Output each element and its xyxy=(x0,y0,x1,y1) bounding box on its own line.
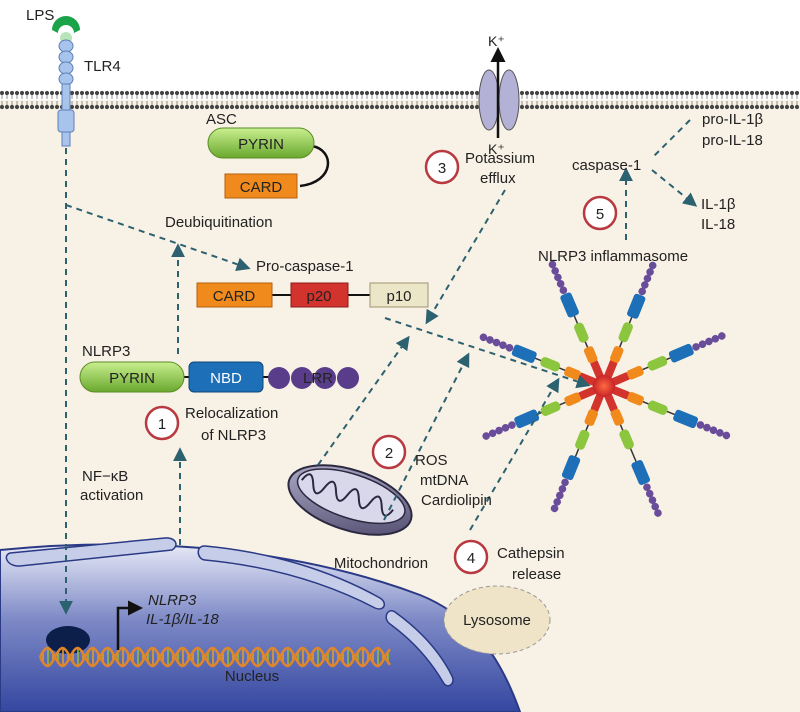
pathway-arrows xyxy=(59,119,698,615)
arrow-pro-il xyxy=(651,119,691,159)
step-marker-5: 5 xyxy=(582,195,618,231)
procaspase-card-label: CARD xyxy=(213,288,256,305)
tlr4-label: TLR4 xyxy=(84,58,121,75)
arrow-caspase-to-il xyxy=(651,169,698,207)
step-4-text-b: release xyxy=(512,566,561,583)
lysosome: Lysosome xyxy=(443,585,551,655)
asc-pyrin-domain xyxy=(207,127,315,159)
pro-caspase-1: Pro-caspase-1 CARD p20 p10 xyxy=(196,258,429,308)
step-2-text-c: Cardiolipin xyxy=(421,492,492,509)
step-marker-3: 3 Potassium efflux xyxy=(424,149,535,187)
step-4-text-a: Cathepsin xyxy=(497,545,565,562)
step-4-number: 4 xyxy=(467,550,475,567)
k-bottom-label: K⁺ xyxy=(488,141,505,157)
mitochondrion: Mitochondrion xyxy=(287,464,428,572)
step-1-text-a: Relocalization xyxy=(185,405,278,422)
step-5-number: 5 xyxy=(596,206,604,223)
nlrp3-inflammasome xyxy=(479,260,731,517)
nlrp3-pyrin-label: PYRIN xyxy=(109,370,155,387)
k-top-label: K⁺ xyxy=(488,33,505,49)
arrow-mito-2 xyxy=(383,352,470,521)
tlr4-receptor: LPS TLR4 xyxy=(26,7,121,147)
asc-label: ASC xyxy=(206,111,237,128)
nucleus-label: Nucleus xyxy=(225,668,279,685)
nlrp3-nbd-domain xyxy=(188,361,264,393)
step-3-number: 3 xyxy=(438,160,446,177)
step-3-text-b: efflux xyxy=(480,170,516,187)
gene-label-il: IL-1β/IL-18 xyxy=(146,611,219,628)
nlrp3-pyrin-domain xyxy=(79,361,185,393)
nucleus: NLRP3 IL-1β/IL-18 Nucleus xyxy=(0,537,522,712)
step-1-number: 1 xyxy=(158,416,166,433)
asc-protein: ASC PYRIN CARD xyxy=(206,111,330,199)
potassium-channel: K⁺ K⁺ xyxy=(478,33,520,157)
procaspase-card xyxy=(196,282,273,308)
mitochondrion-label: Mitochondrion xyxy=(334,555,428,572)
caspase1-label: caspase-1 xyxy=(572,157,641,174)
asc-card-domain xyxy=(224,173,298,199)
inflammasome-label: NLRP3 inflammasome xyxy=(538,248,688,265)
deubiquitination-label: Deubiquitination xyxy=(165,214,273,231)
il1b-label: IL-1β xyxy=(701,196,736,213)
il18-label: IL-18 xyxy=(701,216,735,233)
arrow-k-efflux xyxy=(425,189,506,325)
lysosome-label: Lysosome xyxy=(463,612,531,629)
step-marker-4: 4 Cathepsin release xyxy=(453,539,565,583)
p20-label: p20 xyxy=(306,288,331,305)
step-marker-1: 1 Relocalization of NLRP3 xyxy=(144,405,278,444)
transcription-start-arrow xyxy=(116,600,143,650)
dna-helix xyxy=(38,646,391,668)
asc-pyrin-label: PYRIN xyxy=(238,136,284,153)
nlrp3-protein: NLRP3 PYRIN NBD LRR xyxy=(79,343,359,393)
plasma-membrane xyxy=(0,90,800,110)
pro-il1b-label: pro-IL-1β xyxy=(702,111,764,128)
pro-il18-label: pro-IL-18 xyxy=(702,132,763,149)
arrow-procaspase-to-inflammasome xyxy=(384,317,591,389)
nfkb-activation-label: activation xyxy=(80,487,143,504)
arrow-cathepsin xyxy=(469,377,560,531)
step-2-text-a: ROS xyxy=(415,452,448,469)
arrow-mito-1 xyxy=(317,335,410,466)
p10-label: p10 xyxy=(386,288,411,305)
nbd-label: NBD xyxy=(210,370,242,387)
procaspase-label: Pro-caspase-1 xyxy=(256,258,354,275)
procaspase-p20 xyxy=(290,282,349,308)
step-1-text-b: of NLRP3 xyxy=(201,427,266,444)
step-marker-2: 2 ROS mtDNA Cardiolipin xyxy=(371,434,492,509)
step-2-number: 2 xyxy=(385,445,393,462)
nlrp3-label: NLRP3 xyxy=(82,343,130,360)
gene-label-nlrp3: NLRP3 xyxy=(148,592,197,609)
procaspase-p10 xyxy=(369,282,429,308)
lps-label: LPS xyxy=(26,7,54,24)
nfkb-label: NF−κB xyxy=(82,468,128,485)
lrr-label: LRR xyxy=(303,370,333,387)
polymerase-blob xyxy=(46,626,90,654)
step-2-text-b: mtDNA xyxy=(420,472,468,489)
step-3-text-a: Potassium xyxy=(465,150,535,167)
asc-card-label: CARD xyxy=(240,179,283,196)
